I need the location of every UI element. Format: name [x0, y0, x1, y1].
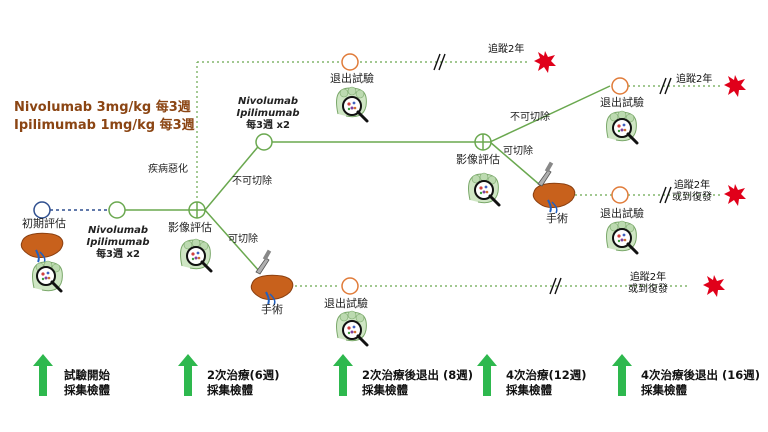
- treatment2-label: Nivolumab Ipilimumab 每3週 x2: [236, 96, 300, 131]
- resectable1-label: 可切除: [228, 234, 258, 245]
- progression-label: 疾病惡化: [148, 164, 188, 175]
- timeline-item: 4次治療(12週)採集檢體: [506, 368, 587, 397]
- burst-icon: [534, 51, 556, 73]
- exit-lines: [196, 61, 720, 287]
- treatment2-node: [255, 133, 273, 151]
- timeline-item: 試驗開始採集檢體: [64, 368, 110, 397]
- exit-top-node: [341, 53, 359, 71]
- liver-icon: [20, 232, 64, 264]
- surgery1-label: 手術: [261, 303, 283, 316]
- initial-node: [33, 201, 51, 219]
- timeline-item: 4次治療後退出 (16週)採集檢體: [641, 368, 761, 397]
- exit-r1-label: 退出試驗: [600, 96, 644, 109]
- timeline-item: 2次治療(6週)採集檢體: [207, 368, 280, 397]
- treatment1-label: Nivolumab Ipilimumab 每3週 x2: [86, 225, 150, 260]
- burst-icon: [703, 275, 725, 297]
- resectable2-label: 可切除: [503, 146, 533, 157]
- unresectable2-label: 不可切除: [510, 112, 550, 123]
- up-arrow-icon: [33, 354, 53, 396]
- imaging1-node: [188, 201, 206, 219]
- treatment1-node: [108, 201, 126, 219]
- burst-icon: [724, 75, 746, 97]
- exit-r1-node: [611, 77, 629, 95]
- break-marks: [433, 53, 672, 295]
- exit-bottom-label: 退出試驗: [324, 297, 368, 310]
- imaging2-node: [474, 133, 492, 151]
- initial-label: 初期評估: [22, 217, 66, 230]
- flow-lines: [50, 85, 611, 273]
- followup-label: 追蹤2年 或到復發: [628, 272, 668, 295]
- exit-r2-node: [611, 186, 629, 204]
- scalpel-icon: [537, 161, 554, 187]
- followup-label: 追蹤2年: [488, 44, 525, 55]
- up-arrow-icon: [333, 354, 353, 396]
- exit-r2-label: 退出試驗: [600, 207, 644, 220]
- liver-icon: [532, 182, 576, 214]
- surgery2-label: 手術: [546, 212, 568, 225]
- unresectable1-label: 不可切除: [232, 176, 272, 187]
- regimen-ipilimumab: Ipilimumab 1mg/kg 每3週: [14, 118, 195, 133]
- up-arrow-icon: [477, 354, 497, 396]
- exit-bottom-node: [341, 277, 359, 295]
- followup-label: 追蹤2年: [676, 74, 713, 85]
- scalpel-icon: [255, 249, 272, 275]
- liver-icon: [250, 274, 294, 306]
- timeline-item: 2次治療後退出 (8週)採集檢體: [362, 368, 474, 397]
- regimen-nivolumab: Nivolumab 3mg/kg 每3週: [14, 100, 191, 115]
- followup-label: 追蹤2年 或到復發: [672, 180, 712, 203]
- exit-top-label: 退出試驗: [330, 72, 374, 85]
- burst-icon: [724, 184, 746, 206]
- up-arrow-icon: [612, 354, 632, 396]
- imaging2-label: 影像評估: [456, 153, 500, 166]
- up-arrow-icon: [178, 354, 198, 396]
- imaging1-label: 影像評估: [168, 221, 212, 234]
